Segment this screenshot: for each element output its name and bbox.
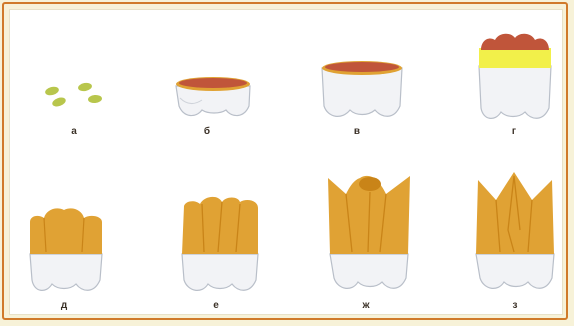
stage-zh-tooth xyxy=(324,170,414,295)
stage-e-illustration xyxy=(178,190,263,295)
stage-a-illustration xyxy=(40,80,100,120)
stage-b-label: б xyxy=(204,126,210,137)
stage-d-tooth xyxy=(26,200,106,295)
stage-e-tooth xyxy=(178,190,263,295)
stage-a-label: а xyxy=(71,126,77,137)
stage-g-label: г xyxy=(512,126,516,137)
stage-zh-illustration xyxy=(324,170,414,295)
stage-d-label: д xyxy=(61,300,67,311)
stage-z-tooth xyxy=(470,170,560,295)
stage-g-illustration xyxy=(475,30,555,125)
stage-v-tooth xyxy=(320,54,405,124)
stage-z-label: з xyxy=(513,300,518,311)
stage-e-label: е xyxy=(213,300,219,311)
stage-a-buds xyxy=(40,80,100,120)
stage-zh-label: ж xyxy=(362,300,369,311)
stage-b-illustration xyxy=(174,72,254,122)
tooth-development-panel: а б в г д xyxy=(9,9,563,315)
stage-z-illustration xyxy=(470,170,560,295)
stage-g-tooth xyxy=(475,30,555,125)
stage-d-illustration xyxy=(26,200,106,295)
stage-b-tooth xyxy=(174,72,254,122)
stage-v-label: в xyxy=(354,126,360,137)
stage-v-illustration xyxy=(320,54,405,124)
